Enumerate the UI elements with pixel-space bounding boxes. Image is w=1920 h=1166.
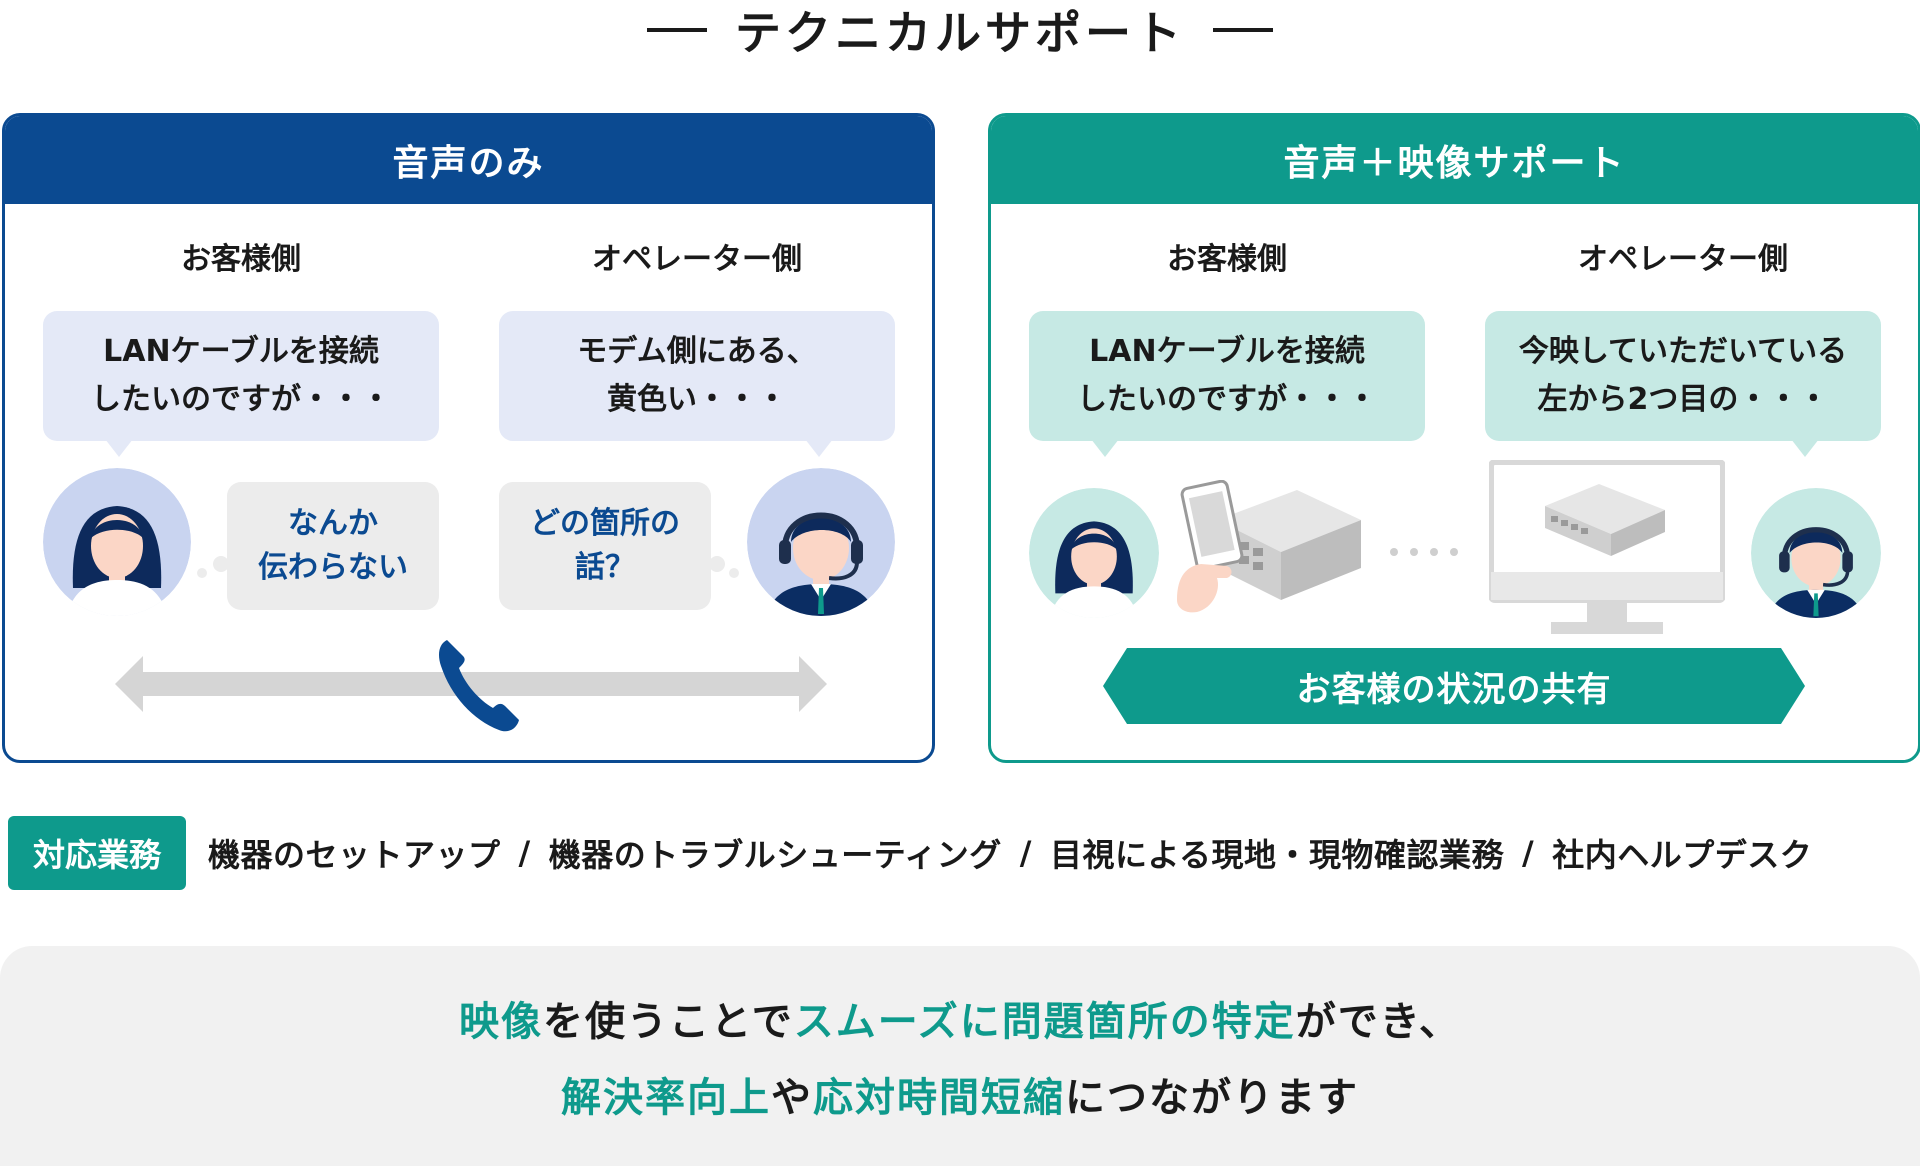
business-item: 社内ヘルプデスク (1552, 836, 1813, 874)
operator-avatar (1751, 488, 1881, 618)
summary-line-1: 映像を使うことでスムーズに問題箇所の特定ができ、 (459, 989, 1461, 1047)
summary-text: ができ、 (1295, 999, 1461, 1045)
situation-share-banner: お客様の状況の共有 (1103, 648, 1805, 724)
operator-thought-text: どの箇所の 話？ (530, 506, 680, 585)
operator-thought-bubble: どの箇所の 話？ (499, 482, 711, 610)
video-support-panel: 音声＋映像サポート お客様側 オペレーター側 LANケーブルを接続 したいのです… (988, 113, 1920, 763)
summary-highlight: 解決率向上 (561, 1075, 771, 1121)
business-separator: / (1522, 834, 1535, 872)
double-arrow (115, 656, 827, 712)
summary-highlight: スムーズに問題箇所の特定 (793, 999, 1296, 1045)
video-customer-bubble-text: LANケーブルを接続 したいのですが・・・ (1077, 334, 1377, 417)
thought-dot (709, 556, 725, 572)
video-panel-header: 音声＋映像サポート (991, 116, 1918, 204)
summary-highlight: 応対時間短縮 (813, 1075, 1065, 1121)
title-dash-left (647, 28, 707, 32)
monitor-icon (1488, 459, 1726, 638)
summary-box: 映像を使うことでスムーズに問題箇所の特定ができ、 解決率向上や応対時間短縮につな… (0, 946, 1920, 1166)
thought-dot (729, 568, 739, 578)
customer-avatar (1029, 488, 1159, 618)
phone-icon (435, 634, 521, 734)
summary-line-2: 解決率向上や応対時間短縮につながります (561, 1065, 1359, 1123)
voice-customer-label: お客様側 (181, 242, 301, 277)
thought-dot (197, 568, 207, 578)
business-item: 機器のトラブルシューティング (548, 836, 1002, 874)
summary-text: や (771, 1075, 813, 1121)
summary-text: につながります (1065, 1075, 1359, 1121)
business-separator: / (1019, 834, 1032, 872)
operator-avatar (747, 468, 895, 616)
business-item: 目視による現地・現物確認業務 (1049, 836, 1505, 874)
summary-text: を使うことで (542, 999, 794, 1045)
customer-avatar (43, 468, 191, 616)
smartphone-icon (1180, 479, 1244, 571)
business-list: 機器のセットアップ / 機器のトラブルシューティング / 目視による現地・現物確… (208, 830, 1812, 876)
video-operator-bubble: 今映していただいている 左から2つ目の・・・ (1485, 311, 1881, 457)
business-item: 機器のセットアップ (208, 836, 501, 874)
bubble-tail (1791, 439, 1819, 457)
page-title: テクニカルサポート (735, 6, 1185, 60)
business-separator: / (518, 834, 531, 872)
customer-thought-bubble: なんか 伝わらない (227, 482, 439, 610)
voice-operator-label: オペレーター側 (592, 242, 802, 277)
video-operator-bubble-text: 今映していただいている 左から2つ目の・・・ (1518, 334, 1848, 417)
thought-dot (213, 556, 229, 572)
router-icon (1217, 490, 1361, 600)
page-title-row: テクニカルサポート (0, 0, 1920, 60)
customer-thought-text: なんか 伝わらない (258, 506, 408, 585)
voice-operator-bubble: モデム側にある、 黄色い・・・ (499, 311, 895, 457)
bubble-tail (1091, 439, 1119, 457)
voice-customer-bubble: LANケーブルを接続 したいのですが・・・ (43, 311, 439, 457)
bubble-tail (805, 439, 833, 457)
voice-only-panel: 音声のみ お客様側 オペレーター側 LANケーブルを接続 したいのですが・・・ … (2, 113, 935, 763)
smartphone-router-illustration (1177, 479, 1367, 630)
voice-customer-bubble-text: LANケーブルを接続 したいのですが・・・ (91, 334, 391, 417)
business-row: 対応業務 機器のセットアップ / 機器のトラブルシューティング / 目視による現… (8, 816, 1812, 890)
video-customer-label: お客様側 (1167, 242, 1287, 277)
connection-dots (1387, 544, 1467, 558)
voice-operator-bubble-text: モデム側にある、 黄色い・・・ (577, 334, 817, 417)
bubble-tail (105, 439, 133, 457)
title-dash-right (1213, 28, 1273, 32)
voice-panel-header: 音声のみ (5, 116, 932, 204)
video-customer-bubble: LANケーブルを接続 したいのですが・・・ (1029, 311, 1425, 457)
summary-highlight: 映像 (458, 999, 543, 1045)
business-tag: 対応業務 (8, 816, 186, 890)
video-operator-label: オペレーター側 (1578, 242, 1788, 277)
